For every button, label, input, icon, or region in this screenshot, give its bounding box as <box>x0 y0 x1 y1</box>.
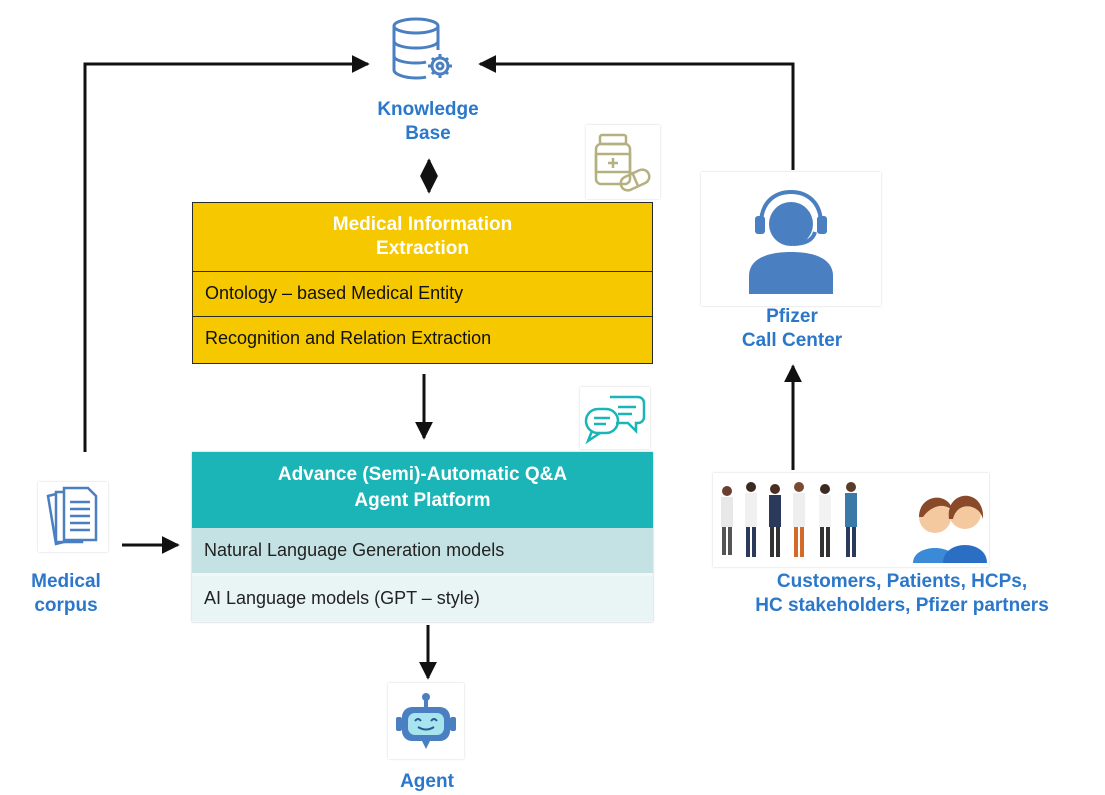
extraction-title: Medical Information Extraction <box>332 214 513 259</box>
chat-bubbles-icon <box>580 387 650 449</box>
callcenter-to-kb-arrow <box>478 55 795 170</box>
headset-person-icon <box>701 172 881 306</box>
corpus-to-kb-arrow <box>83 55 370 452</box>
extraction-row: Recognition and Relation Extraction <box>193 316 652 361</box>
robot-icon <box>388 683 464 759</box>
medical-corpus-label: Medical corpus <box>31 571 101 616</box>
database-gear-icon <box>386 12 462 86</box>
qa-agent-platform-box: Advance (Semi)-Automatic Q&A Agent Platf… <box>192 452 653 622</box>
agent-label: Agent <box>400 771 454 792</box>
qa-title: Advance (Semi)-Automatic Q&A Agent Platf… <box>192 452 653 528</box>
extraction-row: Ontology – based Medical Entity <box>193 271 652 316</box>
medical-information-extraction-box: Medical Information Extraction Ontology … <box>192 202 653 364</box>
documents-icon <box>38 482 108 552</box>
medicine-icon <box>586 125 660 199</box>
pfizer-call-center-label: Pfizer Call Center <box>741 306 843 351</box>
healthcare-people-icon <box>713 473 989 567</box>
qa-row: Natural Language Generation models <box>192 528 653 573</box>
stakeholders-label: Customers, Patients, HCPs, HC stakeholde… <box>755 571 1049 616</box>
qa-row: AI Language models (GPT – style) <box>192 576 653 621</box>
knowledge-base-label: Knowledge Base <box>377 99 479 144</box>
